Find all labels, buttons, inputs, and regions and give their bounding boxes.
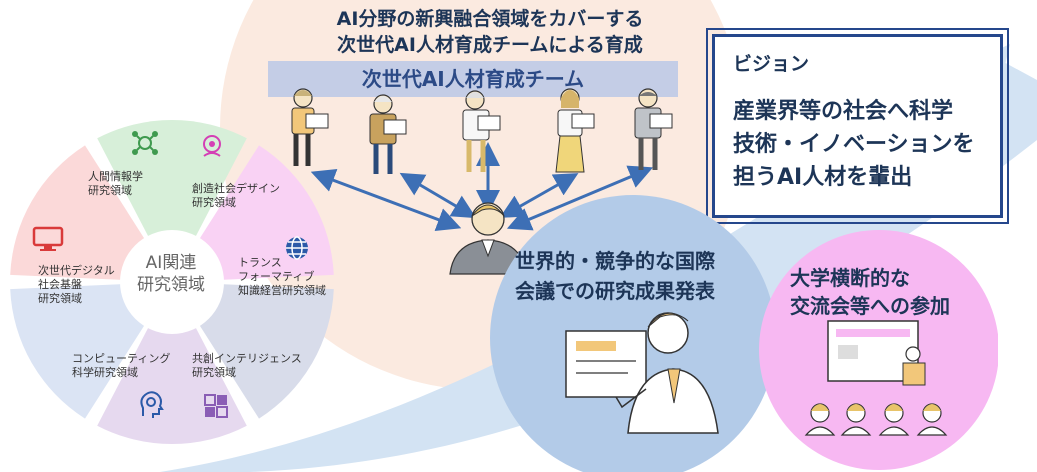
wheel-segment-human-info <box>97 119 247 282</box>
vision-title: ビジョン <box>733 53 810 75</box>
arrow-member5 <box>506 165 654 231</box>
arrow-member2 <box>399 172 477 219</box>
vision-line-1: 産業界等の社会へ科学 <box>733 99 954 124</box>
header-title-line2: 次世代AI人材育成チームによる育成 <box>337 34 643 56</box>
conference-circle <box>490 195 776 472</box>
segment-label-computing: コンピューティング科学研究領域 <box>72 352 171 379</box>
segment-label-human-info: 人間情報学研究領域 <box>88 170 143 197</box>
team-member-4 <box>555 88 595 173</box>
segment-label-digital: 次世代デジタル社会基盤研究領域 <box>38 264 115 305</box>
arrow-member1 <box>310 168 462 232</box>
conference-line-1: 世界的・競争的な国際 <box>515 249 715 273</box>
wheel-center <box>120 230 224 334</box>
team-member-1 <box>291 88 329 166</box>
conference-line-2: 会議での研究成果発表 <box>515 279 715 303</box>
conference-text: 世界的・競争的な国際 会議での研究成果発表 <box>515 246 715 306</box>
wheel-segment-co-creative <box>97 282 247 445</box>
center-label: AI関連 研究領域 <box>130 252 212 296</box>
vision-line-3: 担うAI人材を輩出 <box>733 165 913 190</box>
header-title-line1: AI分野の新興融合領域をカバーする <box>336 8 644 30</box>
head-gear-icon <box>140 391 164 418</box>
vision-line-2: 技術・イノベーションを <box>733 132 975 157</box>
globe-icon <box>286 236 308 260</box>
segment-label-transformative: トランスフォーマティブ知識経営研究領域 <box>238 256 326 297</box>
center-label-line2: 研究領域 <box>137 275 205 295</box>
wheel-segment-computing <box>10 282 173 419</box>
exchange-text: 大学横断的な 交流会等への参加 <box>790 264 950 320</box>
vision-body: 産業界等の社会へ科学 技術・イノベーションを 担うAI人材を輩出 <box>733 95 975 194</box>
exchange-line-1: 大学横断的な <box>790 266 910 290</box>
team-member-5 <box>634 88 673 170</box>
lightbulb-icon <box>203 135 221 157</box>
segment-label-creative-society: 創造社会デザイン研究領域 <box>192 182 280 209</box>
center-label-line1: AI関連 <box>145 253 197 273</box>
brain-network-icon <box>132 131 158 155</box>
team-figures <box>291 88 673 275</box>
exchange-circle <box>759 230 998 470</box>
segment-label-co-creative: 共創インテリジェンス研究領域 <box>192 352 302 379</box>
team-member-2 <box>369 94 407 174</box>
puzzle-icon <box>204 394 228 418</box>
exchange-line-2: 交流会等への参加 <box>790 294 950 318</box>
team-member-3 <box>462 90 501 172</box>
wheel-segment-transformative <box>172 282 334 419</box>
monitor-icon <box>32 226 64 251</box>
student-figure <box>449 202 527 275</box>
vision-box: ビジョン 産業界等の社会へ科学 技術・イノベーションを 担うAI人材を輩出 <box>706 28 1009 224</box>
